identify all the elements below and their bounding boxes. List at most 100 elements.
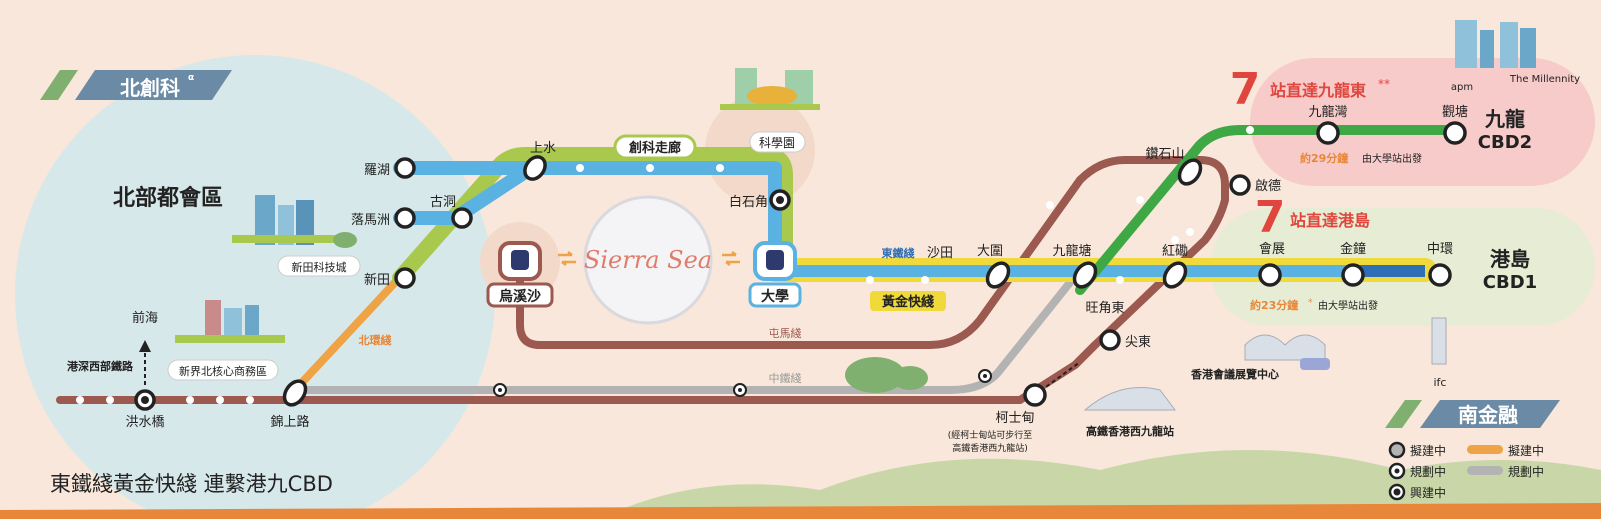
line-label-golden-express: 黃金快綫 <box>881 294 934 310</box>
label-hung-hom: 紅磡 <box>1162 244 1188 259</box>
west-kowloon-label: 高鐵香港西九龍站 <box>1086 424 1174 438</box>
label-exhibition: 會展 <box>1259 242 1285 257</box>
kowloon-from-note: 由大學站出發 <box>1362 152 1422 165</box>
station-hung-shui-kiu-core <box>141 396 149 404</box>
label-admiralty: 金鐘 <box>1340 241 1366 257</box>
ifc-illustration <box>1431 317 1447 365</box>
north-region-circle <box>15 55 495 519</box>
line-dots <box>76 126 1254 404</box>
science-park-label-box <box>749 131 806 153</box>
label-kwu-tung: 古洞 <box>430 195 456 210</box>
san-tin-tech-label: 新田科技城 <box>292 260 347 274</box>
project-logo-disc <box>583 195 713 325</box>
label-austin: 柯士甸 <box>995 411 1034 426</box>
legend-planned-line-swatch <box>1467 466 1503 475</box>
station-diamond-hill[interactable] <box>1175 156 1205 188</box>
label-diamond-hill: 鑽石山 <box>1145 146 1184 162</box>
station-kowloon-tong[interactable] <box>1070 259 1100 291</box>
tree-illustrations <box>333 232 928 393</box>
station-hung-hom[interactable] <box>1160 259 1190 291</box>
label-kowloon-tong: 九龍塘 <box>1052 243 1091 259</box>
station-lok-ma-chau[interactable] <box>394 207 416 229</box>
label-pak-shek-kok: 白石角 <box>729 194 768 210</box>
kwun-tong-line <box>1075 125 1460 295</box>
kowloon-cbd-name: 九龍 <box>1484 107 1525 131</box>
science-park-label: 科學園 <box>759 136 795 150</box>
label-hung-shui-kiu: 洪水橋 <box>125 415 164 430</box>
station-kam-sheung-road[interactable] <box>280 377 310 409</box>
label-kowloon-bay: 九龍灣 <box>1308 104 1347 120</box>
station-central[interactable] <box>1428 263 1452 287</box>
label-tai-wai: 大圍 <box>977 244 1003 259</box>
legend-construction-station: 興建中 <box>1410 485 1446 500</box>
line-label-east-rail: 東鐵綫 <box>882 246 915 260</box>
legend-planned-line: 規劃中 <box>1508 464 1544 479</box>
swap-arrows-right <box>722 251 740 266</box>
science-park-illustration <box>720 68 820 110</box>
corridor-label-box <box>613 134 697 160</box>
label-university-box <box>748 282 802 308</box>
label-kwun-tong: 觀塘 <box>1442 104 1468 120</box>
island-headline-number: 7 <box>1255 192 1286 243</box>
station-san-tin[interactable] <box>394 267 416 289</box>
station-austin[interactable] <box>1023 383 1047 407</box>
station-exhibition[interactable] <box>1258 263 1282 287</box>
station-kowloon-bay[interactable] <box>1316 121 1340 145</box>
kowloon-headline-text: 站直達九龍東 <box>1270 81 1366 100</box>
island-from-note: 由大學站出發 <box>1318 299 1378 312</box>
station-kwun-tong[interactable] <box>1443 121 1467 145</box>
line-label-northern-link: 北環綫 <box>359 333 392 347</box>
north-banner: 北創科 α <box>40 70 232 100</box>
legend-proposed-station-icon <box>1388 441 1406 459</box>
bottom-hills <box>600 450 1601 519</box>
label-east-tsim-sha-tsui: 尖東 <box>1125 334 1151 350</box>
label-kam-sheung-road: 錦上路 <box>270 414 309 430</box>
bottom-strip <box>0 503 1601 519</box>
station-sheung-shui[interactable] <box>521 153 550 183</box>
label-wu-kai-sha-box <box>486 282 554 308</box>
kowloon-headline-mark: ** <box>1378 77 1390 91</box>
line-label-central-rail: 中鐵綫 <box>769 371 802 385</box>
hkcec-label: 香港會議展覽中心 <box>1190 367 1279 381</box>
kowloon-cbd-code: CBD2 <box>1478 132 1532 153</box>
central-rail-line <box>291 266 1084 394</box>
island-headline-text: 站直達港島 <box>1290 211 1370 230</box>
island-cbd-name: 港島 <box>1490 247 1530 271</box>
kowloon-time-note: 約29分鐘 <box>1300 151 1348 165</box>
label-austin-note1: (經柯士甸站可步行至 <box>948 429 1033 441</box>
ifc-label: ifc <box>1434 376 1447 389</box>
legend-proposed-station: 擬建中 <box>1410 443 1446 458</box>
station-admiralty[interactable] <box>1341 263 1365 287</box>
station-kai-tak[interactable] <box>1229 174 1251 196</box>
island-cbd-code: CBD1 <box>1483 272 1537 293</box>
nt-north-cbd-label: 新界北核心商務區 <box>179 364 267 378</box>
legend-proposed-line: 擬建中 <box>1508 443 1544 458</box>
label-qianhai: 前海 <box>132 310 158 326</box>
legend-proposed-line-swatch <box>1467 445 1503 454</box>
station-kwu-tung[interactable] <box>451 207 473 229</box>
station-university-label: 大學 <box>761 288 789 305</box>
region-north-metro-label: 北部都會區 <box>113 185 223 211</box>
south-banner-title: 南金融 <box>1458 403 1518 427</box>
station-east-tsim-sha-tsui[interactable] <box>1099 329 1121 351</box>
bottom-title: 東鐵綫黃金快綫 連繫港九CBD <box>50 472 333 496</box>
north-banner-sup: α <box>188 73 194 83</box>
label-central: 中環 <box>1427 242 1453 257</box>
station-wu-kai-sha-label: 烏溪沙 <box>499 288 541 305</box>
line-label-tuen-ma: 屯馬綫 <box>769 327 802 340</box>
tuen-ma-line <box>56 156 1229 404</box>
planned-stations <box>493 369 992 397</box>
station-tai-wai[interactable] <box>983 259 1013 291</box>
kowloon-cbd-region <box>1250 58 1595 186</box>
station-pak-shek-kok-core <box>776 196 784 204</box>
island-time-mark: * <box>1308 298 1313 308</box>
label-mong-kok-east: 旺角東 <box>1085 300 1124 316</box>
train-icon <box>511 250 529 270</box>
nt-north-cbd-label-box <box>167 359 279 381</box>
legend: 擬建中 規劃中 興建中 擬建中 規劃中 <box>1388 441 1544 501</box>
station-lo-wu[interactable] <box>394 157 416 179</box>
label-sha-tin: 沙田 <box>927 246 953 261</box>
qianhai-arrow <box>139 340 151 352</box>
label-sheung-shui: 上水 <box>530 141 556 156</box>
